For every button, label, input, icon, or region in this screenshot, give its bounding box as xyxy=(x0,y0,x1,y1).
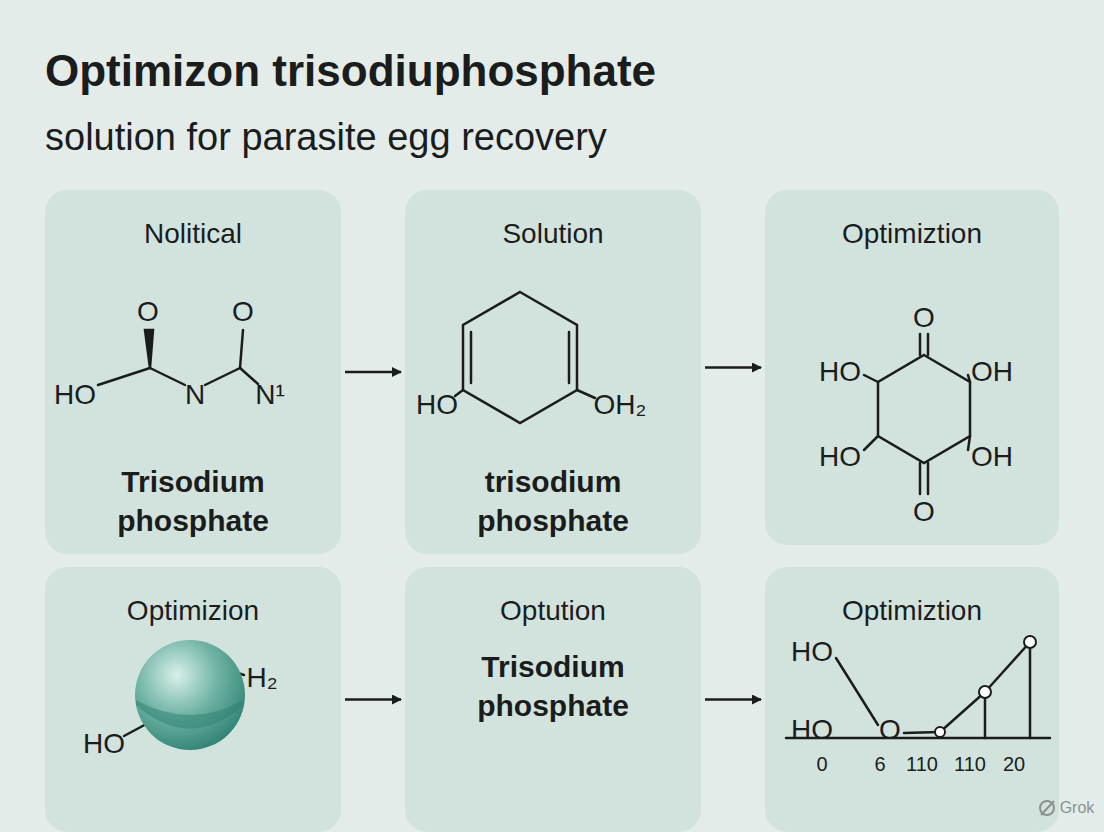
diagram-title: Optimizon trisodiuphosphate xyxy=(45,46,656,96)
atom-label: HO xyxy=(819,441,861,473)
flow-arrow xyxy=(345,371,401,374)
atom-label: OH₂ xyxy=(594,389,647,421)
atom-label: H₂ xyxy=(246,662,277,694)
process-panel: Optimizion xyxy=(45,567,341,832)
atom-label: HO xyxy=(791,714,833,746)
atom-label: HO xyxy=(83,728,125,760)
axis-number: 20 xyxy=(1003,753,1025,776)
watermark: Grok xyxy=(1060,799,1095,817)
panel-body: trisodium phosphate xyxy=(405,462,701,540)
process-panel: Optimiztion xyxy=(765,567,1059,832)
panel-heading: Optimiztion xyxy=(765,567,1059,627)
axis-number: 110 xyxy=(954,753,986,776)
panel-heading: Nolitical xyxy=(45,190,341,250)
atom-label: O xyxy=(879,714,901,746)
axis-number: 6 xyxy=(874,753,885,776)
atom-label: N¹ xyxy=(255,379,285,411)
panel-heading: Optimizion xyxy=(45,567,341,627)
diagram-caption: solution for parasite egg recovery xyxy=(45,116,607,159)
atom-label: HO xyxy=(416,389,458,421)
panel-heading: Optution xyxy=(405,567,701,627)
axis-number: 0 xyxy=(816,753,827,776)
atom-label: OH xyxy=(971,356,1013,388)
atom-label: HO xyxy=(791,636,833,668)
atom-label: HO xyxy=(54,379,96,411)
atom-label: N xyxy=(185,379,205,411)
process-panel: Solution trisodium phosphate xyxy=(405,190,701,554)
flow-arrow xyxy=(705,698,761,701)
process-panel: OptutionTrisodium phosphate xyxy=(405,567,701,832)
atom-label: OH xyxy=(971,441,1013,473)
process-panel: Optimiztion xyxy=(765,190,1059,545)
flow-arrow xyxy=(345,698,401,701)
panel-body: Trisodium phosphate xyxy=(405,647,701,725)
process-panel: NoliticalTrisodium phosphate xyxy=(45,190,341,554)
atom-label: O xyxy=(232,296,254,328)
atom-label: HO xyxy=(819,356,861,388)
atom-label: O xyxy=(137,296,159,328)
panel-heading: Solution xyxy=(405,190,701,250)
flow-arrow xyxy=(705,366,761,369)
atom-label: O xyxy=(913,496,935,528)
panel-heading: Optimiztion xyxy=(765,190,1059,250)
atom-label: O xyxy=(913,302,935,334)
axis-number: 110 xyxy=(906,753,938,776)
panel-body: Trisodium phosphate xyxy=(45,462,341,540)
